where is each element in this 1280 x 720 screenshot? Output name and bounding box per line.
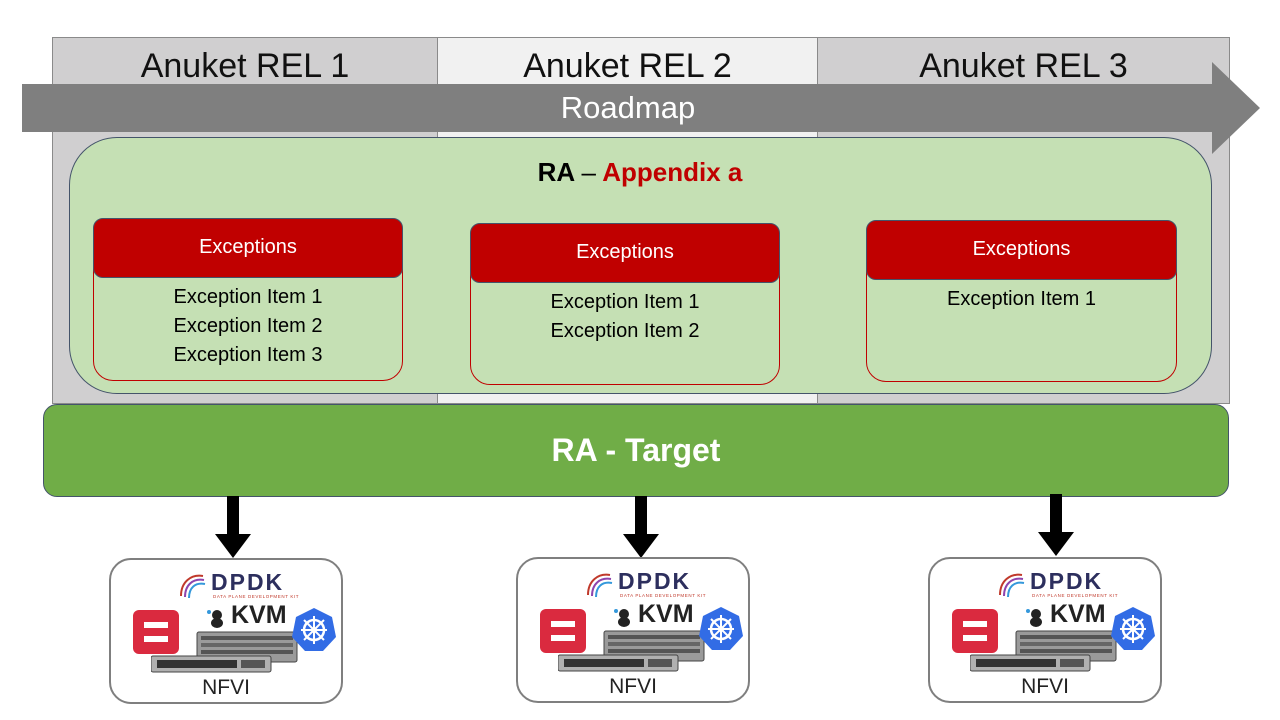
nfvi-box-3: DPDK DATA PLANE DEVELOPMENT KIT KVM NFVI bbox=[928, 557, 1162, 703]
kvm-logo-text: KVM bbox=[638, 600, 694, 628]
exception-items: Exception Item 1 Exception Item 2 Except… bbox=[94, 283, 402, 370]
release-title: Anuket REL 2 bbox=[523, 47, 732, 85]
exceptions-box-2: Exceptions Exception Item 1 Exception It… bbox=[470, 223, 780, 385]
kvm-penguin-icon bbox=[207, 610, 223, 628]
dpdk-swirl-icon bbox=[999, 573, 1025, 598]
exceptions-box-1: Exceptions Exception Item 1 Exception It… bbox=[93, 218, 403, 381]
exception-item: Exception Item 2 bbox=[173, 315, 323, 337]
dpdk-logo-subtext: DATA PLANE DEVELOPMENT KIT bbox=[213, 594, 300, 599]
kubernetes-logo-icon bbox=[699, 607, 743, 650]
exception-item: Exception Item 1 bbox=[550, 291, 700, 313]
dpdk-swirl-icon bbox=[587, 573, 613, 598]
server-hardware-icon bbox=[558, 630, 705, 672]
kvm-logo-text: KVM bbox=[1050, 600, 1106, 628]
dpdk-swirl-icon bbox=[180, 574, 206, 599]
exception-item: Exception Item 3 bbox=[173, 344, 323, 366]
down-arrow-2 bbox=[623, 496, 659, 558]
kvm-penguin-icon bbox=[614, 609, 630, 627]
dpdk-logo-subtext: DATA PLANE DEVELOPMENT KIT bbox=[620, 593, 707, 598]
nfvi-label: NFVI bbox=[609, 675, 657, 698]
ra-target-bar: RA - Target bbox=[43, 404, 1229, 497]
openstack-logo-icon bbox=[952, 609, 998, 653]
down-arrow-1 bbox=[215, 496, 251, 558]
openstack-logo-icon bbox=[540, 609, 586, 653]
roadmap-label: Roadmap bbox=[560, 90, 696, 125]
server-hardware-icon bbox=[970, 630, 1117, 672]
dpdk-logo-subtext: DATA PLANE DEVELOPMENT KIT bbox=[1032, 593, 1119, 598]
appendix-label: Appendix a bbox=[602, 157, 743, 187]
exception-item: Exception Item 2 bbox=[550, 320, 700, 342]
exception-item: Exception Item 1 bbox=[947, 288, 1096, 310]
dpdk-logo-text: DPDK bbox=[211, 569, 285, 595]
exception-items: Exception Item 1 Exception Item 2 bbox=[471, 288, 779, 346]
exceptions-box-3: Exceptions Exception Item 1 bbox=[866, 220, 1177, 382]
dpdk-logo-text: DPDK bbox=[618, 568, 692, 594]
kvm-penguin-icon bbox=[1026, 609, 1042, 627]
exceptions-header: Exceptions bbox=[93, 218, 403, 278]
exception-item: Exception Item 1 bbox=[173, 286, 323, 308]
dpdk-logo-text: DPDK bbox=[1030, 568, 1104, 594]
ra-label: RA bbox=[537, 157, 575, 187]
release-title: Anuket REL 3 bbox=[919, 47, 1128, 85]
exception-items: Exception Item 1 bbox=[867, 285, 1176, 314]
roadmap-arrow bbox=[22, 62, 1260, 154]
title-dash: – bbox=[581, 157, 596, 187]
ra-appendix-title: RA – Appendix a bbox=[0, 155, 1280, 189]
ra-target-label: RA - Target bbox=[551, 432, 721, 468]
openstack-logo-icon bbox=[133, 610, 179, 654]
nfvi-label: NFVI bbox=[202, 676, 250, 699]
kvm-logo-text: KVM bbox=[231, 601, 287, 629]
nfvi-box-2: DPDK DATA PLANE DEVELOPMENT KIT KVM NFVI bbox=[516, 557, 750, 703]
kubernetes-logo-icon bbox=[292, 608, 336, 651]
exceptions-header: Exceptions bbox=[470, 223, 780, 283]
kubernetes-logo-icon bbox=[1111, 607, 1155, 650]
down-arrow-3 bbox=[1038, 494, 1074, 556]
nfvi-label: NFVI bbox=[1021, 675, 1069, 698]
release-title: Anuket REL 1 bbox=[140, 47, 350, 85]
server-hardware-icon bbox=[151, 631, 298, 673]
exceptions-header: Exceptions bbox=[866, 220, 1177, 280]
nfvi-box-1: DPDK DATA PLANE DEVELOPMENT KIT KVM NFVI bbox=[109, 558, 343, 704]
